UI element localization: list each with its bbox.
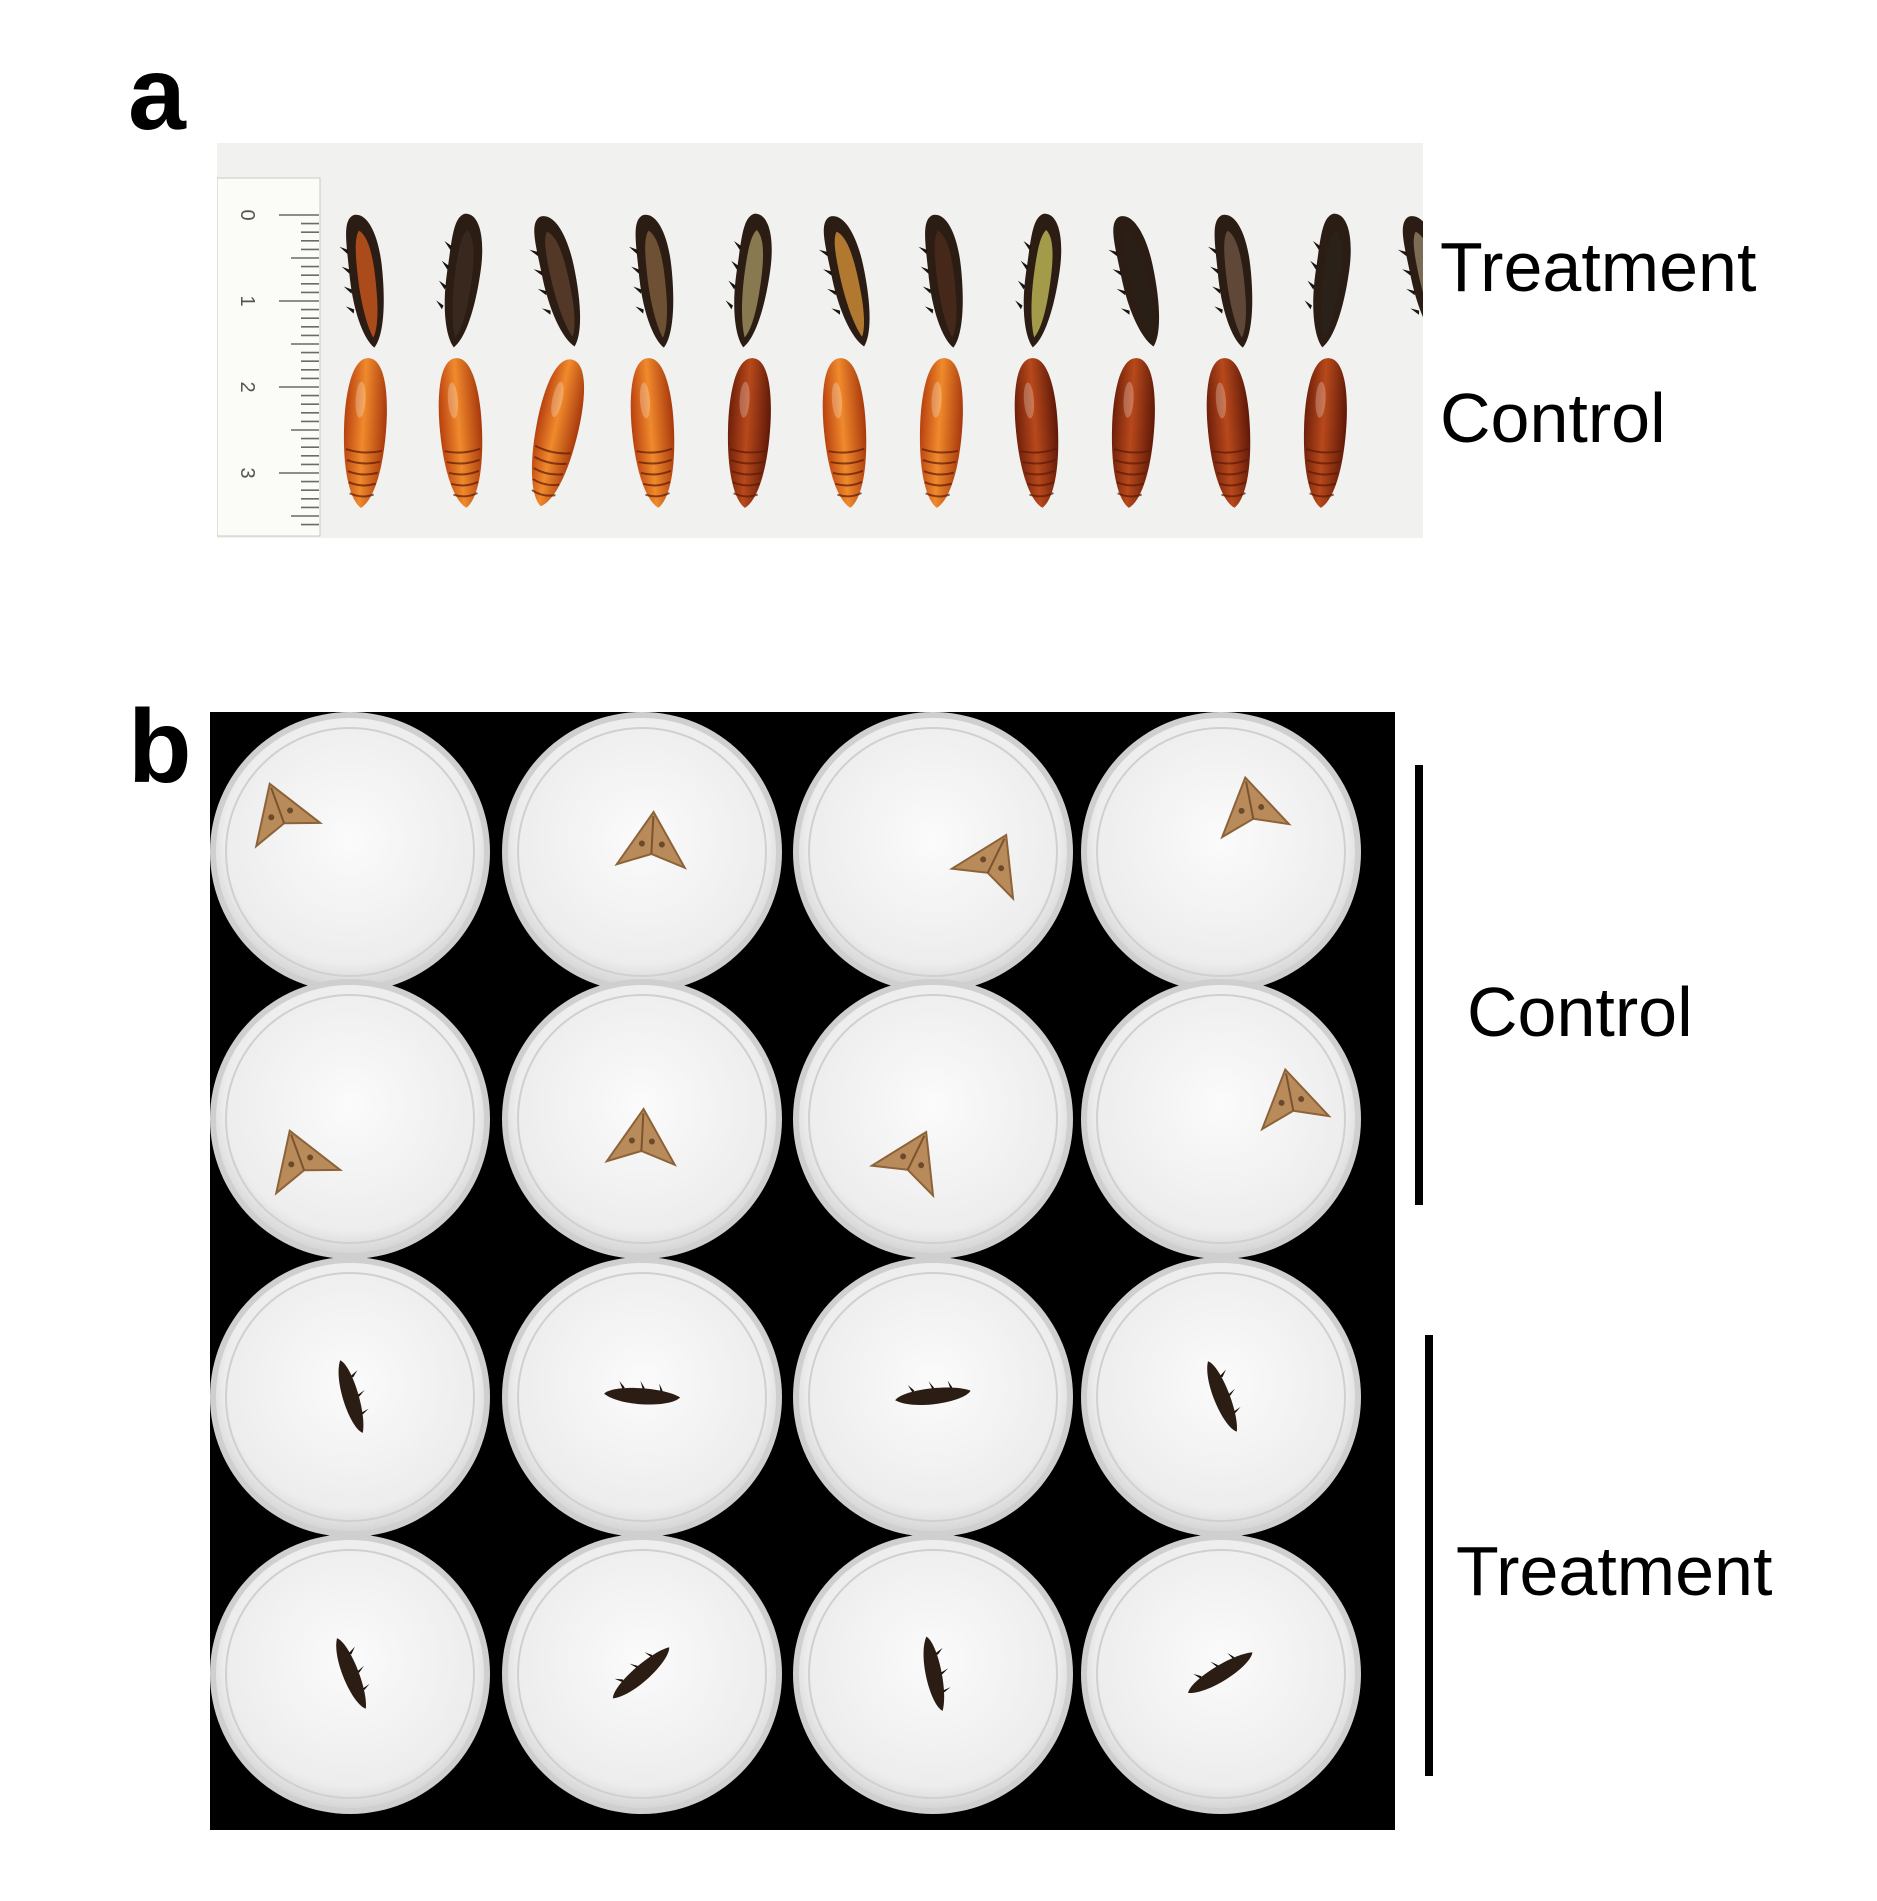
control-dish	[1081, 979, 1361, 1259]
panel-a-photo: 0 1 2 3	[217, 143, 1423, 538]
panel-a-letter: a	[128, 36, 186, 152]
panel-b-control-label: Control	[1467, 973, 1693, 1051]
control-pupa	[919, 358, 963, 508]
control-dish	[502, 712, 782, 992]
dead-larva	[1207, 1361, 1241, 1432]
treatment-larva	[1304, 213, 1351, 348]
treatment-dish	[1081, 1257, 1361, 1537]
treatment-larva	[339, 214, 384, 348]
control-pupa	[822, 358, 867, 508]
treatment-larva	[918, 214, 963, 348]
moth	[1220, 775, 1292, 840]
control-dish	[1081, 712, 1361, 992]
treatment-dish	[210, 1534, 490, 1814]
control-pupa	[630, 358, 675, 508]
moth	[274, 1129, 344, 1196]
control-pupa	[727, 358, 771, 508]
control-pupa	[531, 359, 585, 507]
treatment-dish	[793, 1534, 1073, 1814]
treatment-bracket	[1425, 1335, 1433, 1776]
control-bracket	[1415, 765, 1423, 1205]
moth	[604, 1107, 677, 1167]
treatment-dish	[502, 1534, 782, 1814]
panel-b-letter: b	[128, 689, 192, 805]
control-pupa	[1111, 358, 1155, 508]
control-pupa	[438, 358, 483, 508]
ruler: 0 1 2 3	[217, 177, 321, 537]
treatment-larva	[436, 213, 483, 348]
dead-larva	[338, 1360, 369, 1433]
treatment-larva	[1108, 216, 1160, 347]
dead-larva	[336, 1638, 370, 1709]
control-pupa	[1014, 358, 1059, 508]
treatment-dish	[502, 1257, 782, 1537]
dead-larva	[604, 1380, 681, 1405]
ruler-number: 1	[236, 295, 258, 306]
treatment-larvae-row	[339, 213, 1423, 348]
dead-larva	[895, 1380, 971, 1406]
treatment-larva	[1397, 216, 1423, 347]
moth	[868, 1130, 935, 1199]
control-dish	[210, 712, 490, 992]
moth	[948, 833, 1015, 902]
dead-larva	[612, 1647, 670, 1699]
treatment-dish	[1081, 1534, 1361, 1814]
control-pupa	[1303, 358, 1347, 508]
treatment-larva	[1208, 214, 1253, 348]
control-pupa	[1206, 358, 1251, 508]
dead-larva	[1188, 1652, 1253, 1694]
moth	[254, 782, 324, 849]
treatment-larva	[818, 216, 870, 347]
treatment-larva	[529, 216, 581, 347]
control-dish	[502, 979, 782, 1259]
panel-a-treatment-label: Treatment	[1440, 228, 1757, 306]
treatment-larva	[1015, 213, 1062, 348]
control-dish	[793, 979, 1073, 1259]
treatment-dish	[210, 1257, 490, 1537]
moth	[614, 810, 687, 870]
moth	[1260, 1067, 1332, 1132]
treatment-larva	[629, 214, 674, 348]
control-dish	[793, 712, 1073, 992]
control-dish	[210, 979, 490, 1259]
ruler-number: 0	[236, 209, 258, 220]
ruler-number: 3	[236, 467, 258, 478]
panel-b-treatment-label: Treatment	[1456, 1532, 1773, 1610]
treatment-larva	[725, 213, 772, 348]
control-pupae-row	[343, 358, 1347, 508]
ruler-number: 2	[236, 381, 258, 392]
panel-a-control-label: Control	[1440, 379, 1666, 457]
treatment-dish	[793, 1257, 1073, 1537]
control-pupa	[343, 358, 387, 508]
dead-larva	[923, 1636, 951, 1711]
panel-b-photo	[210, 712, 1395, 1830]
